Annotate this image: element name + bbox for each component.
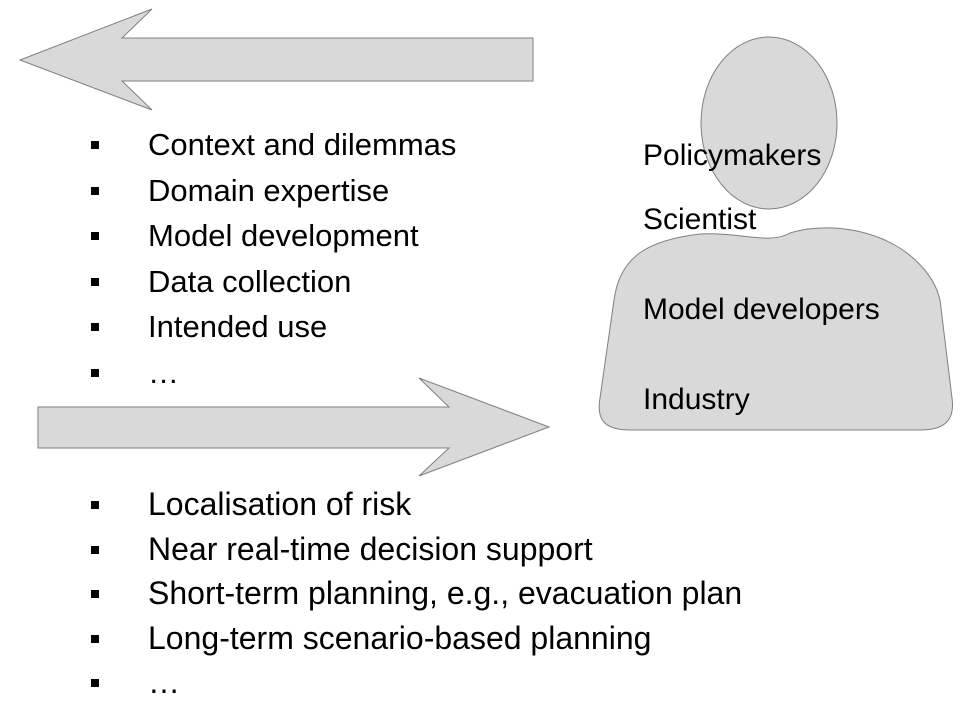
list-item-label: Context and dilemmas (148, 127, 457, 162)
list-item: Context and dilemmas (91, 122, 457, 168)
person-body-icon (598, 227, 954, 431)
bullet-icon (91, 186, 99, 195)
list-item: Data collection (91, 259, 456, 305)
list-item-label: … (148, 354, 179, 390)
role-label-industry: Industry (643, 383, 750, 416)
bullet-icon (91, 323, 99, 331)
person-head-icon (700, 36, 838, 210)
top-bullet-list: Context and dilemmas Domain expertise Mo… (91, 122, 457, 396)
bullet-icon (91, 590, 99, 598)
list-item-label: Intended use (148, 309, 328, 344)
list-item: Short-term planning, e.g., evacuation pl… (91, 571, 743, 616)
list-item: Long-term scenario-based planning (91, 616, 742, 661)
bullet-icon (91, 141, 99, 149)
list-item-label: Model development (148, 218, 419, 253)
arrow-right-icon (37, 377, 551, 477)
list-item: Model development (91, 213, 456, 259)
bullet-icon (91, 232, 99, 240)
list-item: Domain expertise (91, 168, 456, 214)
list-item-label: Long-term scenario-based planning (148, 619, 652, 656)
bullet-icon (91, 545, 99, 554)
list-item-label: Localisation of risk (148, 486, 412, 522)
role-label-policymakers: Policymakers (643, 139, 822, 172)
arrow-left-icon (18, 8, 534, 111)
list-item-label: Domain expertise (148, 172, 390, 208)
list-item-label: Near real-time decision support (148, 530, 593, 567)
bullet-icon (91, 679, 99, 687)
bottom-bullet-list: Localisation of risk Near real-time deci… (91, 482, 743, 705)
role-label-scientist: Scientist (643, 203, 757, 236)
list-item-label: … (148, 664, 180, 700)
list-item: Localisation of risk (91, 482, 742, 527)
bullet-icon (91, 501, 99, 509)
list-item-label: Data collection (148, 263, 352, 299)
list-item: … (91, 350, 456, 396)
list-item: Near real-time decision support (91, 527, 742, 572)
role-label-model-developers: Model developers (643, 293, 880, 326)
bullet-icon (91, 634, 99, 643)
list-item-label: Short-term planning, e.g., evacuation pl… (148, 575, 743, 611)
bullet-icon (91, 277, 99, 286)
list-item: … (91, 660, 742, 705)
list-item: Intended use (91, 304, 456, 350)
bullet-icon (91, 368, 99, 377)
